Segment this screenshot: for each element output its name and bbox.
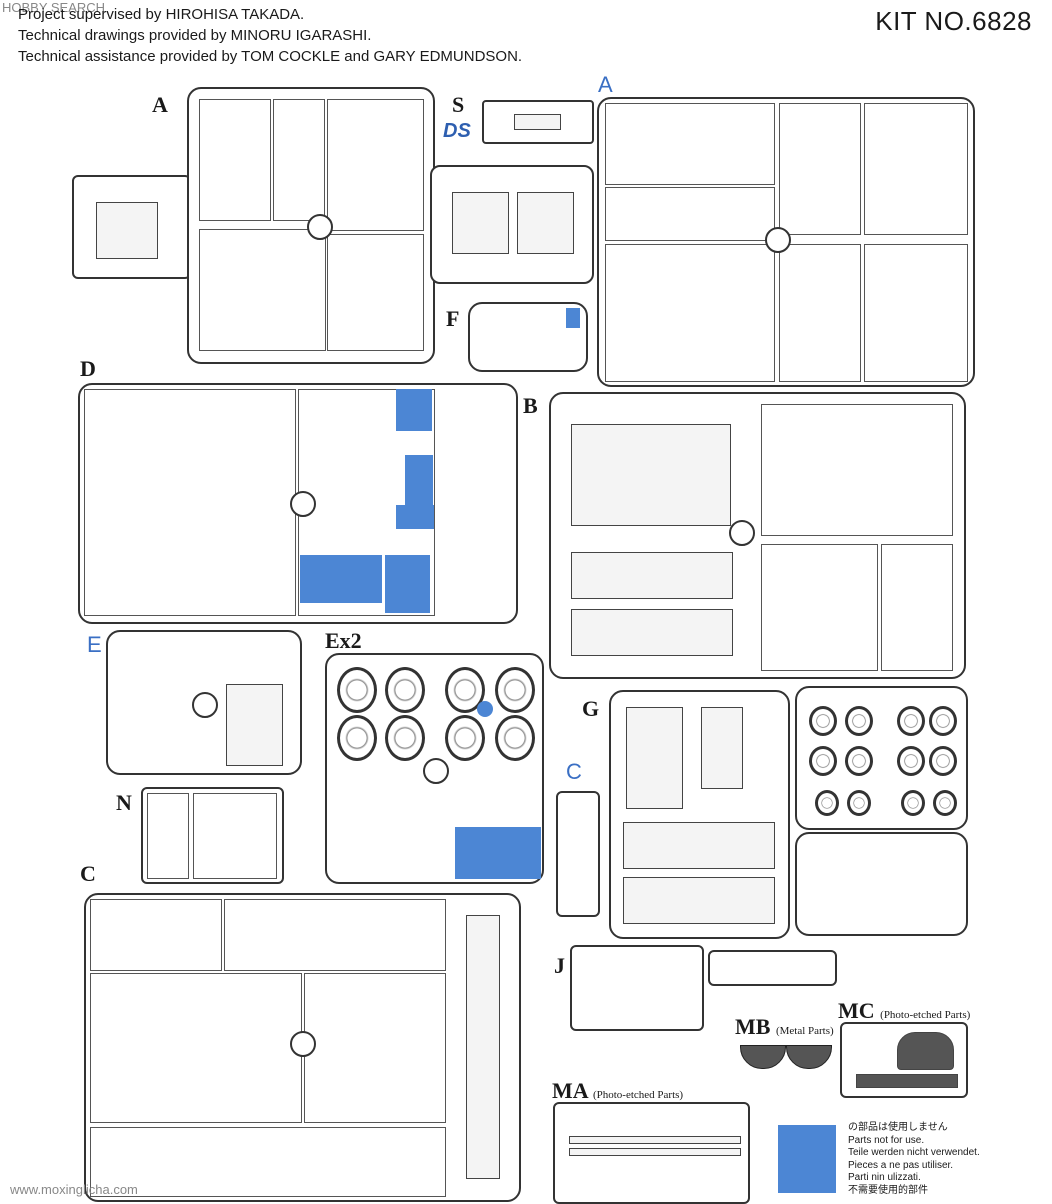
photo-etched-panel: [897, 1032, 954, 1070]
tire: [385, 715, 425, 761]
ma-title: MA: [552, 1078, 588, 1103]
sprue-hub: [307, 214, 333, 240]
sprue-label-j: J: [554, 953, 565, 978]
sprue-s-frame: [430, 165, 594, 284]
unused-part-ex2-12-13: [455, 827, 541, 879]
sprue-j-rod: [708, 950, 837, 986]
part-truss: [96, 202, 158, 259]
sprue-hub: [765, 227, 791, 253]
sprue-ma: [553, 1102, 750, 1204]
part-cargo-bed: [571, 424, 731, 526]
unused-part-d-40: [396, 389, 432, 431]
part-chassis-frame: [466, 915, 500, 1179]
tire: [385, 667, 425, 713]
sprue-a-main: [187, 87, 435, 364]
tire: [337, 715, 377, 761]
sprue-label-mc: MC (Photo-etched Parts): [838, 998, 970, 1024]
photo-etched-strip: [856, 1074, 958, 1088]
sprue-e: [106, 630, 302, 775]
sprue-a-left: [72, 175, 191, 279]
sprue-n: [141, 787, 284, 884]
sprue-label-c-small: C: [566, 759, 582, 784]
unused-part-f: [566, 308, 580, 328]
sprue-label-e: E: [87, 632, 102, 657]
mc-title: MC: [838, 998, 875, 1023]
sprue-c-small: [556, 791, 600, 917]
sprue-label-a-left: A: [152, 92, 168, 117]
sprue-label-a-right: A: [598, 72, 613, 97]
credit-line-1: Project supervised by HIROHISA TAKADA.: [18, 6, 305, 23]
sprue-hub: [423, 758, 449, 784]
sprue-hub: [290, 1031, 316, 1057]
sprue-g-wheels: [795, 686, 968, 830]
legend-line-5: Parti nin ulizzati.: [848, 1172, 921, 1183]
legend-line-4: Pieces a ne pas utiliser.: [848, 1159, 954, 1171]
legend-line-1: の部品は使用しません: [848, 1122, 948, 1133]
legend-line-3: Teile werden nicht verwendet.: [848, 1147, 980, 1158]
sprue-mc: [840, 1022, 968, 1098]
sprue-b: [549, 392, 966, 679]
credits-block: Project supervised by HIROHISA TAKADA. T…: [18, 4, 522, 67]
mb-title: MB: [735, 1014, 771, 1039]
unused-part-d-44: [405, 455, 433, 505]
legend-line-6: 不需要使用的部件: [848, 1184, 928, 1196]
credit-line-2: Technical drawings provided by MINORU IG…: [18, 27, 372, 44]
sprue-c-large: [84, 893, 521, 1202]
sprue-g-small: [795, 832, 968, 936]
metal-part-2: [786, 1045, 832, 1069]
mb-subtitle: (Metal Parts): [775, 1025, 834, 1037]
sprue-hub: [192, 692, 218, 718]
sprue-hub: [290, 491, 316, 517]
ds-logo: DS: [443, 120, 471, 142]
credit-line-3: Technical assistance provided by TOM COC…: [18, 48, 523, 65]
sprue-label-c-large: C: [80, 861, 96, 886]
tire: [337, 667, 377, 713]
tire: [445, 715, 485, 761]
part-grille: [514, 114, 561, 130]
unused-part-d-55: [396, 505, 434, 529]
unused-part-d-68: [385, 555, 430, 613]
tire: [495, 715, 535, 761]
sprue-a-right: [597, 97, 975, 387]
sprue-g: [609, 690, 790, 939]
sprue-label-ma: MA (Photo-etched Parts): [552, 1078, 683, 1104]
kit-number: KIT NO.6828: [875, 6, 1032, 36]
sprue-label-n: N: [116, 790, 132, 815]
sprue-label-ex2: Ex2: [325, 628, 362, 653]
unused-part-ex2-center: [477, 701, 493, 717]
sprue-label-mb: MB (Metal Parts): [735, 1014, 834, 1040]
sprue-label-f: F: [446, 306, 460, 331]
sprue-s: [482, 100, 594, 144]
watermark-bottom: www.moxinglicha.com: [10, 1182, 138, 1197]
unused-parts-swatch: [778, 1125, 836, 1193]
sprue-label-g: G: [582, 696, 600, 721]
sprue-label-s: S: [452, 92, 465, 117]
legend-line-2: Parts not for use.: [848, 1134, 925, 1146]
unused-part-d-64: [300, 555, 382, 603]
unused-parts-legend: の部品は使用しません Parts not for use. Teile werd…: [848, 1122, 980, 1197]
sprue-f: [468, 302, 588, 372]
sprue-label-d: D: [80, 356, 96, 381]
tire: [495, 667, 535, 713]
sprue-label-b: B: [523, 393, 538, 418]
sprue-j: [570, 945, 704, 1031]
watermark-top: HOBBY SEARCH: [2, 0, 106, 15]
mc-subtitle: (Photo-etched Parts): [880, 1009, 971, 1021]
sprue-ex2: [325, 653, 544, 884]
metal-part-1: [740, 1045, 786, 1069]
sprue-d: [78, 383, 518, 624]
sprue-hub: [729, 520, 755, 546]
ma-subtitle: (Photo-etched Parts): [592, 1089, 684, 1101]
